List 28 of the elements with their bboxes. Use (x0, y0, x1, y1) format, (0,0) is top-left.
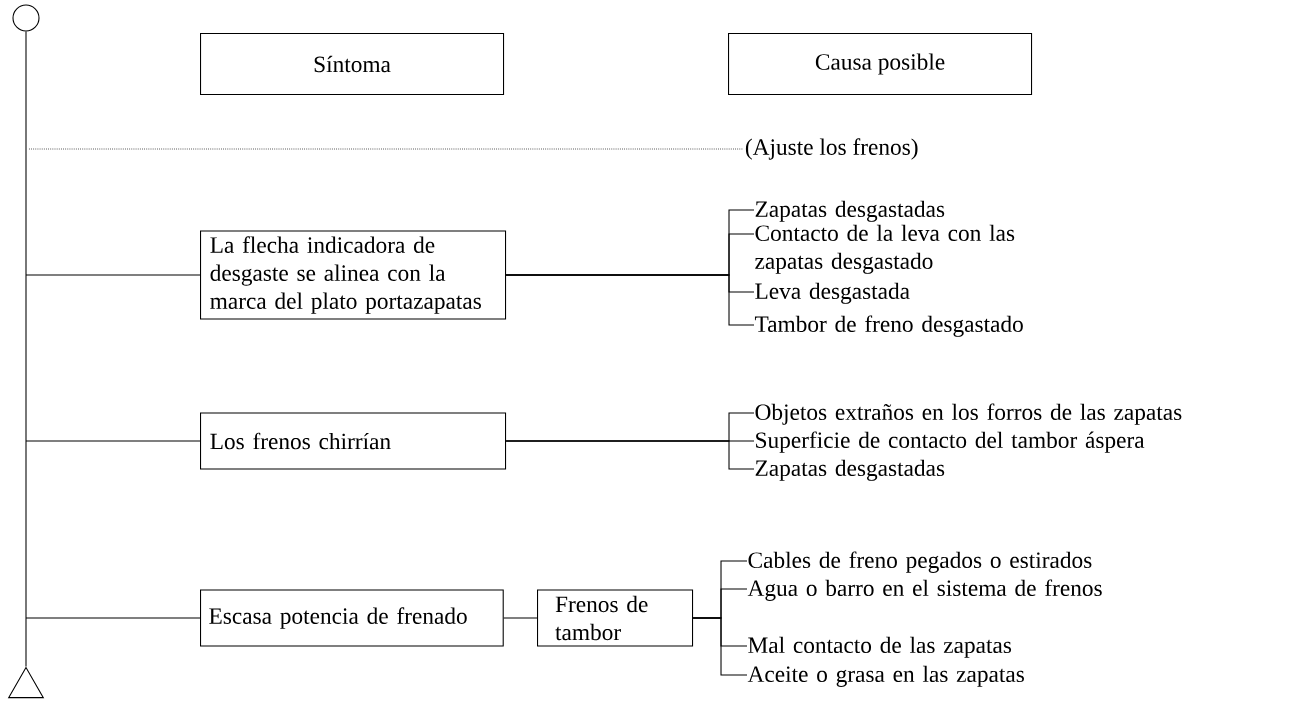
cause-text: Cables de freno pegados o estirados (748, 551, 1092, 573)
cause-text: Superficie de contacto del tambor áspera (756, 431, 1145, 453)
connector-line (505, 440, 755, 470)
circle-symbol (12, 4, 40, 32)
cause-text: Aceite o grasa en las zapatas (747, 665, 1024, 687)
connector-line (25, 274, 201, 276)
connector-line (25, 617, 201, 619)
symptom-box: Los frenos chirrían (200, 412, 507, 470)
connector-line (25, 31, 27, 668)
cause-text: Zapatas desgastadas (755, 200, 945, 222)
connector-line (692, 617, 748, 676)
cause-text: Objetos extraños en los forros de las zapatas (755, 403, 1182, 425)
symptom-box: La flecha indicadora de desgaste se alinea con la marca del plato portazapatas (200, 230, 507, 320)
dotted-line (28, 148, 744, 150)
header-box: Causa posible (728, 32, 1033, 96)
connector-line (25, 440, 201, 442)
header-box: Síntoma (200, 32, 505, 96)
symptom-box: Frenos de tambor (537, 589, 694, 647)
cause-text: Agua o barro en el sistema de frenos (747, 579, 1102, 601)
cause-text: Zapatas desgastadas (755, 459, 945, 481)
note-text: (Ajuste los frenos) (745, 138, 918, 160)
cause-text: Tambor de freno desgastado (754, 315, 1023, 337)
cause-text: Leva desgastada (755, 282, 910, 304)
symptom-box: Escasa potencia de frenado (200, 589, 504, 647)
connector-line (503, 617, 538, 619)
connector-line (505, 274, 755, 326)
cause-text: Mal contacto de las zapatas (748, 636, 1012, 658)
cause-text: Contacto de la leva con las zapatas desgastado (755, 224, 1015, 274)
